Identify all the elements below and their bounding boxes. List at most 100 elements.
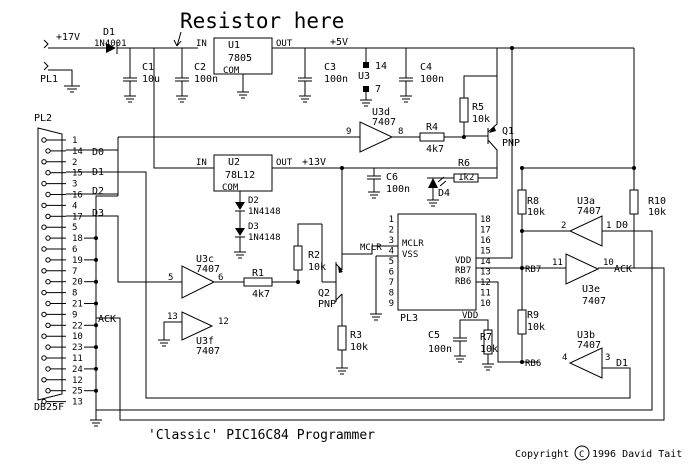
c1-value: 10u (142, 74, 160, 85)
r5-ref: R5 (472, 102, 484, 113)
pl2-pin-number: 11 (72, 354, 83, 364)
r6-value: 1k2 (458, 173, 474, 183)
d3-part: 1N4148 (248, 233, 281, 243)
r3-ref: R3 (350, 330, 362, 341)
pl3-pin-11: 11 (480, 289, 491, 299)
pl2-pin-12 (41, 377, 47, 383)
pl3-pin-16: 16 (480, 236, 491, 246)
pl2-pin-number: 22 (72, 321, 83, 331)
pl3-pin-3: 3 (389, 236, 394, 246)
u1-com: COM (223, 66, 240, 76)
pl3-vss-label: VSS (402, 250, 418, 260)
rb7-net-label: RB7 (525, 265, 541, 275)
pl2-d1-label: D1 (92, 167, 104, 178)
pl3-pin-12: 12 (480, 278, 491, 288)
c3-ref: C3 (324, 62, 336, 73)
q2-ref: Q2 (318, 288, 330, 299)
u3-gnd-pin: 7 (375, 84, 381, 95)
resistor-annotation: Resistor here (180, 9, 344, 33)
pl3-pin-4: 4 (389, 247, 394, 257)
buffer-u3e: 11 10 ACK U3e 7407 (96, 253, 665, 421)
buffer-u3f: 13 12 U3f 7407 (158, 311, 229, 357)
annotation-arrow (173, 31, 182, 47)
q2-type: PNP (318, 299, 336, 310)
d3-ref: D3 (248, 222, 259, 232)
capacitor-c6: C6 100n (367, 168, 410, 199)
u3-supply-ref: U3 (358, 71, 370, 82)
pl2-pin-25 (45, 388, 51, 394)
pl2-pin-number: 10 (72, 332, 83, 342)
pl3-mclr-label: MCLR (402, 239, 424, 249)
u1-ref: U1 (228, 40, 240, 51)
pl3-pin-6: 6 (389, 268, 394, 278)
c2-ref: C2 (194, 62, 206, 73)
pl2-pin-number: 15 (72, 169, 83, 179)
supply-label: +17V (56, 32, 80, 43)
u3b-signal: D1 (616, 358, 628, 369)
pl3-rb7-label: RB7 (455, 266, 471, 276)
r10-ref: R10 (648, 196, 666, 207)
pl2-pin-number: 18 (72, 234, 83, 244)
resistor-r10: R10 10k (602, 48, 666, 269)
r10-value: 10k (648, 207, 666, 218)
pl2-pin-number: 3 (72, 180, 77, 190)
resistor-r3: R3 10k (336, 325, 368, 375)
copyright-circle (574, 445, 590, 461)
u2-part: 78L12 (225, 170, 255, 181)
pl3-pin-2: 2 (389, 226, 394, 236)
d1-ref: D1 (103, 27, 115, 38)
r3-value: 10k (350, 342, 368, 353)
resistor-r8: R8 10k RB7 (517, 166, 634, 275)
r9-value: 10k (527, 322, 545, 333)
power-input: +17V PL1 (40, 32, 98, 93)
pl2-pin-number: 25 (72, 387, 83, 397)
u3b-pin-out: 4 (562, 353, 567, 363)
u3b-part: 7407 (577, 340, 601, 351)
regulator-u2: IN OUT U2 78L12 COM +13V (153, 48, 497, 193)
pl3-pin-7: 7 (389, 278, 394, 288)
pl3-ref: PL3 (400, 313, 418, 324)
pl2-pin-number: 14 (72, 147, 83, 157)
pl1-label: PL1 (40, 74, 58, 85)
pl3-vdd-label: VDD (455, 256, 471, 266)
resistor-r1: R1 4k7 (214, 268, 298, 300)
copyright-suffix: 1996 David Tait (592, 449, 682, 460)
capacitor-c3: C3 100n (298, 48, 348, 103)
pl2-pin-number: 13 (72, 398, 83, 408)
u3a-pin-out: 2 (561, 221, 566, 231)
pl2-pin-number: 20 (72, 278, 83, 288)
pl2-d3-label: D3 (92, 208, 104, 219)
mclr-net-label: MCLR (360, 243, 382, 253)
pl2-pin-2 (41, 159, 47, 165)
u3f-part: 7407 (196, 346, 220, 357)
pl2-pin-number: 7 (72, 267, 77, 277)
u2-ref: U2 (228, 157, 240, 168)
transistor-q2: Q2 PNP MCLR (318, 166, 398, 326)
pl3-pin-10: 10 (480, 299, 491, 309)
u3c-pin-out: 6 (218, 273, 223, 283)
pl2-pin-10 (41, 333, 47, 339)
u3d-pin-out: 8 (398, 127, 403, 137)
pl2-type: DB25F (34, 402, 64, 413)
pl3-pin-17: 17 (480, 226, 491, 236)
pl2-pin-3 (41, 180, 47, 187)
u3c-part: 7407 (196, 264, 220, 275)
r9-ref: R9 (527, 310, 539, 321)
pl2-pin-1 (41, 137, 47, 143)
pl2-pin-number: 9 (72, 310, 77, 320)
pl2-pin-11 (41, 355, 47, 361)
pl2-ack-label: ACK (98, 314, 116, 325)
u3e-pin-out: 10 (603, 258, 614, 268)
u3-vcc-pin: 14 (375, 61, 387, 72)
r1-value: 4k7 (252, 289, 270, 300)
u3f-pin-out: 12 (218, 317, 229, 327)
u3a-signal: D0 (616, 220, 628, 231)
pl2-pin-24 (45, 366, 51, 372)
u3f-pin-in: 13 (167, 312, 178, 322)
pl2-pin-number: 4 (72, 201, 77, 211)
pl3-rb6-label: RB6 (455, 277, 471, 287)
diagram-title: 'Classic' PIC16C84 Programmer (148, 428, 375, 443)
pl2-pin-21 (45, 300, 51, 307)
buffer-u3b: U3b 7407 4 3 D1 (118, 171, 631, 399)
